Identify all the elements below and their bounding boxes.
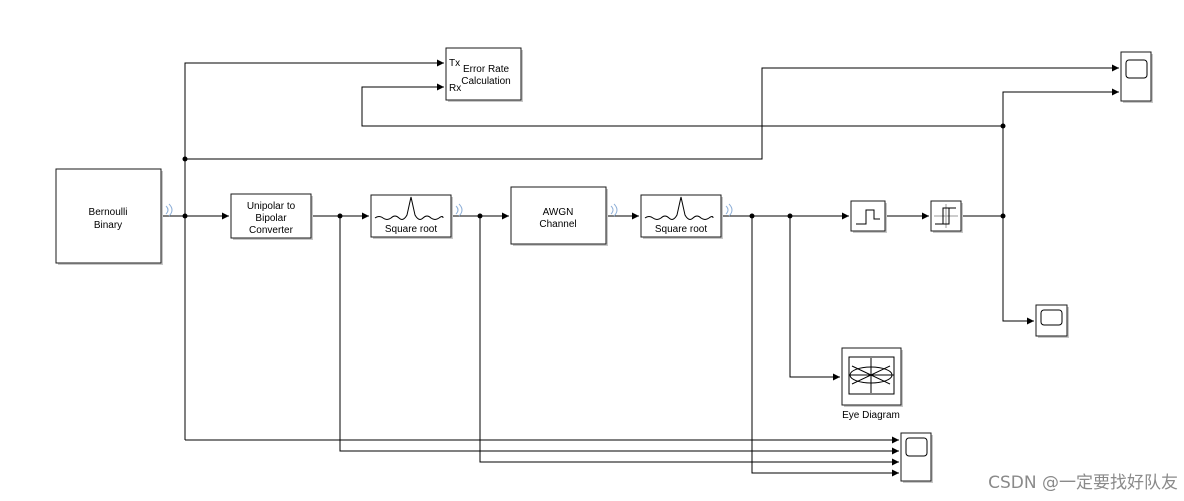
unipolar-bipolar-block[interactable]: Unipolar to Bipolar Converter [230, 193, 313, 240]
tx-filter-block[interactable]: Square root [370, 194, 453, 239]
tx-filter-label: Square root [385, 224, 437, 235]
scope-screen-icon [1125, 59, 1148, 79]
eye-diagram-block[interactable]: Eye Diagram [841, 347, 903, 421]
awgn-channel-block[interactable]: AWGN Channel [510, 186, 608, 246]
rx-port-label: Rx [449, 83, 461, 94]
bernoulli-label-2: Binary [94, 220, 122, 231]
eye-diagram-label: Eye Diagram [842, 410, 900, 421]
scope-screen-icon [1040, 309, 1063, 326]
unipolar-label-3: Converter [249, 225, 294, 236]
branch-points [182, 123, 1006, 219]
bernoulli-binary-block[interactable]: Bernoulli Binary [55, 168, 163, 265]
scope-bottom-block[interactable] [900, 432, 933, 483]
signal-lines [162, 59, 1119, 477]
sample-hold-icon [856, 209, 880, 225]
rx-filter-block[interactable]: Square root [640, 194, 723, 239]
tx-port-label: Tx [449, 58, 460, 69]
awgn-label-1: AWGN [543, 207, 574, 218]
eye-pattern-icon [848, 356, 895, 395]
scope-right-block[interactable] [1035, 304, 1069, 338]
decision-block[interactable] [930, 200, 963, 233]
unipolar-label-2: Bipolar [255, 213, 287, 224]
unipolar-label-1: Unipolar to [247, 201, 296, 212]
raised-cosine-icon [644, 196, 714, 220]
signal-log-icon [165, 203, 733, 217]
scope-top-block[interactable] [1120, 51, 1153, 103]
bernoulli-label-1: Bernoulli [89, 207, 128, 218]
error-rate-block[interactable]: Tx Rx Error Rate Calculation [445, 47, 523, 102]
scope-screen-icon [905, 437, 928, 457]
raised-cosine-icon [374, 196, 444, 220]
watermark-text: CSDN @一定要找好队友 [988, 473, 1178, 493]
error-rate-label-2: Calculation [461, 76, 510, 87]
error-rate-label-1: Error Rate [463, 64, 510, 75]
rx-filter-label: Square root [655, 224, 707, 235]
awgn-label-2: Channel [539, 219, 576, 230]
sample-hold-block[interactable] [850, 200, 887, 233]
